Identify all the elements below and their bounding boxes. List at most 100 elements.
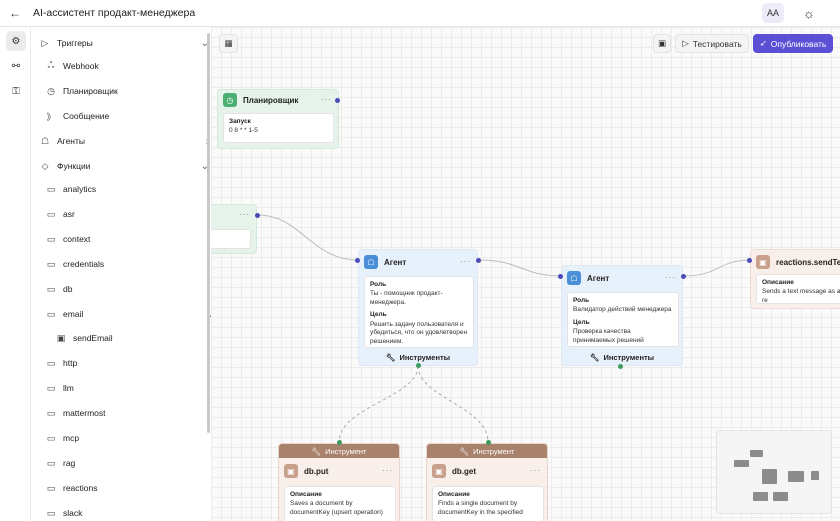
agent-node-1[interactable]: ☖ Агент ··· Роль Ты - помощник продакт-м… [358, 249, 478, 366]
sidebar-item-scheduler[interactable]: ◷Планировщик [45, 81, 211, 101]
minimap[interactable] [716, 430, 832, 514]
rail-connections-button[interactable]: ⚯ [6, 56, 26, 76]
folder-icon: ▭ [46, 308, 56, 319]
scheduler-card: Запуск 0 8 * * 1-5 [223, 113, 334, 143]
webhook-icon: ஃ [47, 60, 55, 70]
agent-icon: ☖ [567, 271, 581, 285]
theme-toggle-button[interactable]: ☼ [799, 3, 819, 23]
sidebar-folder-http[interactable]: ▭http› [46, 357, 78, 369]
partial-node[interactable]: ··· [211, 204, 257, 254]
input-port[interactable] [558, 274, 563, 279]
more-icon[interactable]: ··· [530, 466, 541, 475]
connections-icon: ⚯ [11, 60, 21, 72]
more-icon[interactable]: ··· [321, 95, 332, 104]
key-icon: ⚿ [12, 85, 20, 97]
more-icon[interactable]: ··· [382, 466, 393, 475]
wrench-icon: 🔧︎ [311, 446, 322, 456]
agent-card: Роль Валидатор действий менеджера Цель П… [567, 292, 679, 347]
wrench-icon: 🔧︎ [459, 446, 470, 456]
tool-node-db-get[interactable]: 🔧︎Инструмент ▣ db.get ··· Описание Finds… [426, 443, 548, 521]
output-port[interactable] [335, 98, 340, 103]
sidebar-item-sendemail[interactable]: ▣sendEmail [56, 332, 113, 344]
rss-icon: 》 [46, 111, 56, 122]
sidebar-item-message[interactable]: 》Сообщение [46, 111, 110, 122]
save-icon: ▣ [657, 38, 667, 48]
tool-card: Описание Saves a document by documentKey… [284, 486, 396, 521]
rail-credentials-button[interactable]: ⚿ [6, 81, 26, 101]
tool-port[interactable] [337, 440, 342, 445]
publish-button[interactable]: ➶Опубликовать [753, 34, 833, 53]
folder-icon: ▭ [46, 457, 56, 468]
function-icon: ▣ [432, 464, 446, 478]
play-icon: ▷ [41, 37, 49, 48]
folder-icon: ▭ [46, 258, 56, 269]
send-text-node[interactable]: ▣ reactions.sendText Описание Sends a te… [750, 249, 840, 309]
sidebar-folder-reactions[interactable]: ▭reactions› [46, 482, 98, 494]
page-title: AI-ассистент продакт-менеджера [33, 7, 196, 19]
tool-port[interactable] [486, 440, 491, 445]
more-icon[interactable]: ··· [239, 210, 250, 219]
clock-icon: ◷ [223, 93, 237, 107]
sidebar-folder-credentials[interactable]: ▭credentials› [46, 258, 105, 270]
agent-node-2[interactable]: ☖ Агент ··· Роль Валидатор действий мене… [561, 265, 683, 366]
send-text-card: Описание Sends a text message as a re [756, 274, 840, 304]
tools-row[interactable]: 🔧︎Инструменты [589, 352, 655, 362]
nodes-icon: ⚙ [11, 35, 21, 47]
sidebar-folder-asr[interactable]: ▭asr› [46, 208, 75, 220]
sidebar-folder-slack[interactable]: ▭slack› [46, 507, 83, 519]
agent-card: Роль Ты - помощник продакт-менеджера. Це… [364, 276, 474, 348]
layout-icon: ▦ [224, 38, 233, 48]
sidebar-folder-mcp[interactable]: ▭mcp› [46, 432, 80, 444]
folder-icon: ▭ [46, 357, 56, 368]
function-icon: ▣ [284, 464, 298, 478]
tools-row[interactable]: 🔧︎Инструменты [385, 352, 451, 362]
output-port[interactable] [681, 274, 686, 279]
wrench-icon: 🔧︎ [385, 352, 396, 362]
sidebar-folder-mattermost[interactable]: ▭mattermost› [46, 407, 106, 419]
folder-icon: ▭ [46, 432, 56, 443]
folder-icon: ▭ [46, 183, 56, 194]
folder-icon: ▭ [46, 382, 56, 393]
workflow-canvas[interactable]: ▦ ▣ ▷Тестировать ➶Опубликовать ◷ Планиро… [211, 27, 840, 521]
sidebar-folder-db[interactable]: ▭db› [46, 283, 73, 295]
tool-port[interactable] [416, 363, 421, 368]
rail-nodes-button[interactable]: ⚙ [6, 31, 26, 51]
output-port[interactable] [476, 258, 481, 263]
edges-layer [257, 214, 753, 443]
sidebar-section-functions[interactable]: ◇Функции⌄ [39, 156, 211, 176]
more-icon[interactable]: ··· [460, 257, 471, 266]
arrow-left-icon: ← [9, 6, 21, 20]
function-icon: ▣ [56, 332, 66, 343]
sidebar-folder-llm[interactable]: ▭llm› [46, 382, 74, 394]
more-icon[interactable]: ··· [665, 273, 676, 282]
tool-port[interactable] [618, 364, 623, 369]
play-icon: ▷ [682, 38, 689, 48]
agent-icon: ☖ [364, 255, 378, 269]
sidebar-folder-email[interactable]: ▭email⌄ [45, 304, 211, 324]
folder-icon: ▭ [46, 482, 56, 493]
rocket-icon: ➶ [759, 38, 767, 48]
back-button[interactable]: ← [5, 3, 25, 23]
avatar[interactable]: AA [762, 3, 784, 23]
function-icon: ▣ [756, 255, 770, 269]
layout-button[interactable]: ▦ [219, 34, 238, 53]
diamond-icon: ◇ [41, 160, 49, 171]
output-port[interactable] [255, 213, 260, 218]
clock-icon: ◷ [47, 85, 55, 96]
sidebar-scrollbar[interactable] [207, 33, 210, 433]
scheduler-node[interactable]: ◷ Планировщик ··· Запуск 0 8 * * 1-5 [217, 89, 339, 149]
sidebar-folder-rag[interactable]: ▭rag› [46, 457, 76, 469]
tool-node-db-put[interactable]: 🔧︎Инструмент ▣ db.put ··· Описание Saves… [278, 443, 400, 521]
sidebar-section-triggers[interactable]: ▷Триггеры⌄ [39, 33, 211, 53]
folder-icon: ▭ [46, 407, 56, 418]
sidebar-folder-analytics[interactable]: ▭analytics› [46, 183, 97, 195]
folder-icon: ▭ [46, 208, 56, 219]
save-button[interactable]: ▣ [653, 34, 671, 53]
test-button[interactable]: ▷Тестировать [675, 34, 749, 53]
input-port[interactable] [747, 258, 752, 263]
sidebar-folder-context[interactable]: ▭context› [46, 233, 91, 245]
input-port[interactable] [355, 258, 360, 263]
sidebar-section-agents[interactable]: ☖Агенты› [39, 131, 211, 151]
